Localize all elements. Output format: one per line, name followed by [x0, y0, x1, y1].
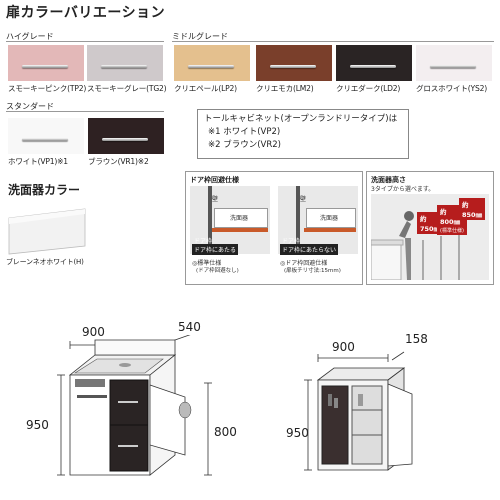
grade-high-divider: [6, 41, 164, 42]
basin-block: [214, 208, 268, 228]
color-swatch: [174, 45, 250, 81]
mirror-cabinet-drawing: [300, 350, 430, 480]
avoidance-spec-diagram: 壁 洗面器 ドア枠 ドア枠にあたらない: [278, 186, 358, 255]
basin-color-caption: ブレーンネオホワイト(H): [6, 258, 84, 266]
standard-spec-subcaption: (ドア枠回避なし): [196, 268, 239, 274]
grade-standard-divider: [6, 111, 164, 112]
color-swatch: [8, 45, 84, 81]
color-swatch-label: ブラウン(VR1)※2: [88, 157, 149, 166]
color-swatch-label: グロスホワイト(YS2): [416, 84, 487, 93]
door-shelf: [212, 228, 268, 232]
basin-label: 洗面器: [230, 215, 249, 222]
grade-standard-label: スタンダード: [6, 102, 54, 111]
wall-label: 壁: [212, 196, 219, 203]
page-title: 扉カラーバリエーション: [6, 5, 166, 21]
avoidance-spec-caption: ◎ドア枠回避仕様: [280, 260, 328, 267]
basin-swatch: [6, 206, 88, 256]
note-line-3: ※2 ブラウン(VR2): [208, 140, 281, 150]
color-swatch-label: スモーキーピンク(TP2): [8, 84, 87, 93]
color-swatch: [8, 118, 84, 154]
vanity-counter-height-dim: 800: [214, 425, 237, 439]
mirror-height-dim: 950: [286, 426, 309, 440]
basin-height-title: 洗面器高さ: [371, 176, 406, 184]
height-prefix-2: 約: [440, 208, 447, 216]
wall-line-2: [296, 186, 300, 254]
handle-icon: [430, 65, 476, 68]
basin-height-subtitle: 3タイプから選べます。: [371, 186, 435, 193]
color-swatch-label: クリエダーク(LD2): [336, 84, 401, 93]
color-swatch: [336, 45, 412, 81]
handle-icon: [101, 65, 147, 68]
color-swatch-label: クリエペール(LP2): [174, 84, 237, 93]
note-line-2: ※1 ホワイト(VP2): [208, 127, 281, 137]
hit-label: ドア枠にあたる: [192, 244, 239, 255]
grade-middle-label: ミドルグレード: [172, 32, 228, 41]
standard-spec-diagram: 壁 洗面器 ドア枠 ドア枠にあたる: [190, 186, 270, 255]
height-800: 800㎜: [440, 218, 461, 226]
handle-icon: [270, 65, 316, 68]
height-prefix-3: 約: [462, 201, 469, 209]
avoidance-spec-subcaption: (扉板チリ寸法:15mm): [284, 268, 341, 274]
height-750: 750㎜: [420, 225, 441, 233]
height-850-tag: 約 850㎜: [459, 198, 486, 220]
grade-high-label: ハイグレード: [6, 32, 54, 41]
frame-label-right: ドア枠: [282, 238, 301, 245]
height-750-tag: 約 750㎜: [417, 212, 444, 234]
door-frame-title: ドア枠回避仕様: [190, 176, 239, 184]
height-prefix: 約: [420, 215, 427, 223]
standard-spec-caption: ◎標準仕様: [192, 260, 222, 267]
frame-label-left: ドア枠: [194, 238, 213, 245]
mirror-depth-dim: 158: [405, 332, 428, 346]
grade-middle-divider: [172, 41, 494, 42]
color-swatch: [256, 45, 332, 81]
note-line-1: トールキャビネット(オープンランドリータイプ)は: [204, 114, 398, 124]
wall-label-2: 壁: [300, 196, 307, 203]
door-frame-panel: ドア枠回避仕様 壁 洗面器 ドア枠 ドア枠にあたる 壁 洗面器 ドア枠 ドア枠に…: [185, 171, 363, 285]
color-swatch-label: クリエモカ(LM2): [256, 84, 314, 93]
color-swatch-label: スモーキーグレー(TG2): [87, 84, 167, 93]
color-swatch: [88, 118, 164, 154]
vanity-width-dim: 900: [82, 325, 105, 339]
door-shelf-2: [304, 228, 356, 232]
tall-cabinet-note: トールキャビネット(オープンランドリータイプ)は ※1 ホワイト(VP2) ※2…: [197, 109, 409, 159]
handle-icon: [22, 138, 68, 141]
color-swatch: [416, 45, 492, 81]
basin-label-2: 洗面器: [320, 215, 339, 222]
color-swatch: [87, 45, 163, 81]
mirror-width-dim: 900: [332, 340, 355, 354]
height-800-note: (標準仕様): [440, 228, 464, 234]
handle-icon: [188, 65, 234, 68]
vanity-cabinet-drawing: [55, 332, 215, 485]
basin-block-2: [306, 208, 356, 228]
wall-line: [208, 186, 212, 254]
basin-color-title: 洗面器カラー: [8, 183, 81, 197]
handle-icon: [102, 138, 148, 141]
color-swatch-label: ホワイト(VP1)※1: [8, 157, 68, 166]
handle-icon: [22, 65, 68, 68]
no-hit-label: ドア枠にあたらない: [280, 244, 339, 255]
vanity-depth-dim: 540: [178, 320, 201, 334]
handle-icon: [350, 65, 396, 68]
basin-height-panel: 洗面器高さ 3タイプから選べます。 約 750㎜ 約 800㎜ (標準仕様) 約…: [366, 171, 494, 285]
height-850: 850㎜: [462, 211, 483, 219]
vanity-height-dim: 950: [26, 418, 49, 432]
